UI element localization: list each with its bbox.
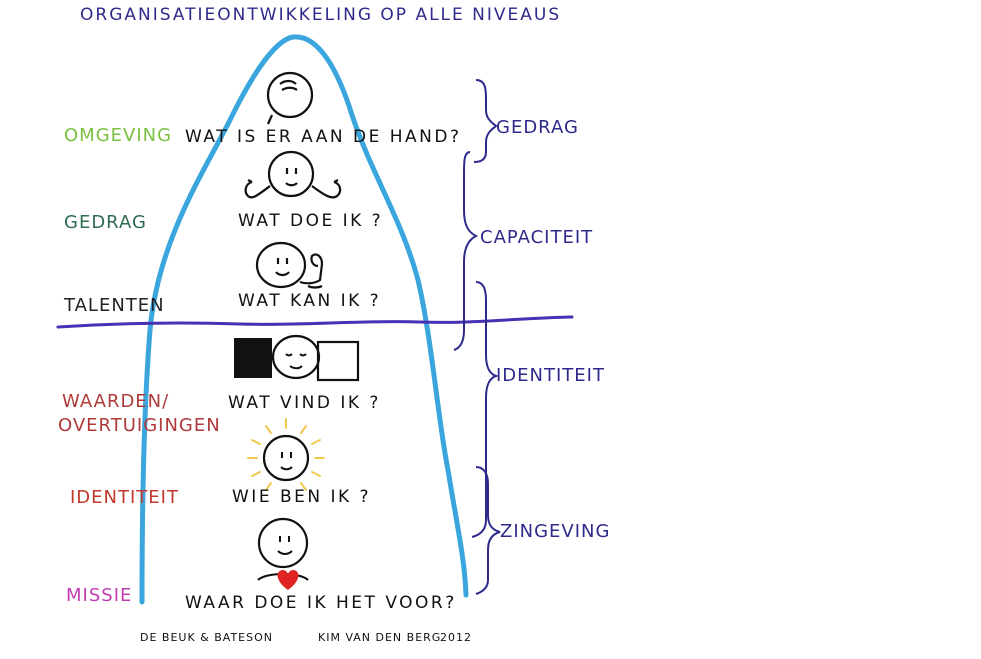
mission-figure-icon [257,517,309,590]
bracket-zingeving [475,466,501,595]
group-label-zingeving: ZINGEVING [500,521,611,542]
level-label-identiteit: IDENTITEIT [70,487,179,508]
acting-figure-icon [244,150,342,199]
question-waarden: WAT VIND IK ? [228,393,381,413]
group-label-gedrag: GEDRAG [496,117,579,138]
thinking-figure-icon [266,71,314,125]
question-talenten: WAT KAN IK ? [238,291,382,311]
level-label-gedrag: GEDRAG [64,212,147,233]
bracket-identiteit [471,281,500,538]
identity-figure-icon [247,418,325,491]
level-label-missie: MISSIE [66,585,133,606]
capable-figure-icon [255,241,324,289]
level-label-overtuigingen: OVERTUIGINGEN [58,415,221,436]
heart-icon [277,570,299,590]
bracket-gedrag [473,79,498,163]
level-label-waarden: WAARDEN/ [62,391,170,412]
question-missie: WAAR DOE IK HET VOOR? [185,593,457,613]
question-gedrag: WAT DOE IK ? [238,211,384,231]
water-line [56,315,574,329]
level-label-talenten: TALENTEN [64,295,165,316]
bracket-capaciteit [453,151,479,351]
group-label-identiteit: IDENTITEIT [496,365,605,386]
level-label-omgeving: OMGEVING [64,125,173,146]
diagram-title: ORGANISATIEONTWIKKELING OP ALLE NIVEAUS [80,5,562,25]
footer-year: 2012 [440,631,472,644]
group-label-capaciteit: CAPACITEIT [480,227,594,248]
iceberg-outline [139,34,469,605]
values-figure-icon [234,334,360,382]
footer-credit-left: DE BEUK & BATESON [140,631,274,644]
question-omgeving: WAT IS ER AAN DE HAND? [185,127,462,147]
footer-credit-author: KIM VAN DEN BERG [318,631,442,644]
question-identiteit: WIE BEN IK ? [232,487,372,507]
